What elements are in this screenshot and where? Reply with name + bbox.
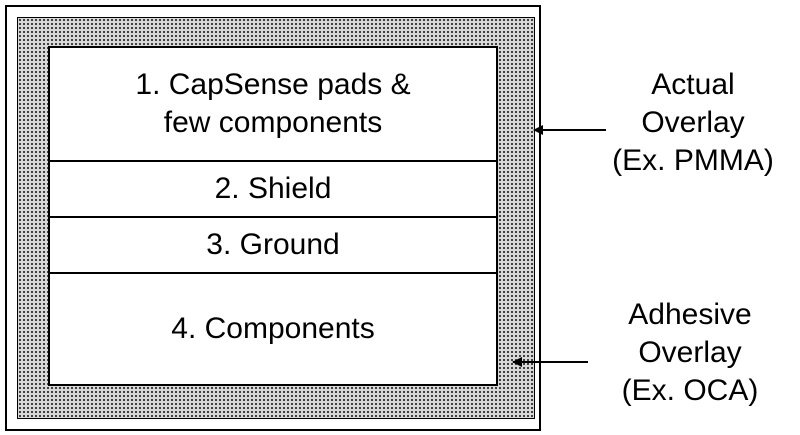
layer-stack: 1. CapSense pads &few components 2. Shie… — [48, 46, 498, 386]
adhesive-overlay-line2: Overlay — [638, 336, 742, 369]
layer-ground: 3. Ground — [50, 218, 496, 274]
layer-capsense-pads: 1. CapSense pads &few components — [50, 48, 496, 162]
actual-overlay-line1: Actual — [651, 68, 735, 101]
adhesive-overlay-label: Adhesive Overlay (Ex. OCA) — [585, 296, 795, 410]
actual-overlay-line2: Overlay — [641, 106, 745, 139]
layer-shield: 2. Shield — [50, 162, 496, 218]
actual-overlay-line3: (Ex. PMMA) — [612, 144, 774, 177]
adhesive-overlay-line1: Adhesive — [628, 298, 752, 331]
layer-components: 4. Components — [171, 312, 375, 345]
actual-overlay-label: Actual Overlay (Ex. PMMA) — [588, 66, 798, 180]
adhesive-overlay-line3: (Ex. OCA) — [621, 374, 759, 407]
